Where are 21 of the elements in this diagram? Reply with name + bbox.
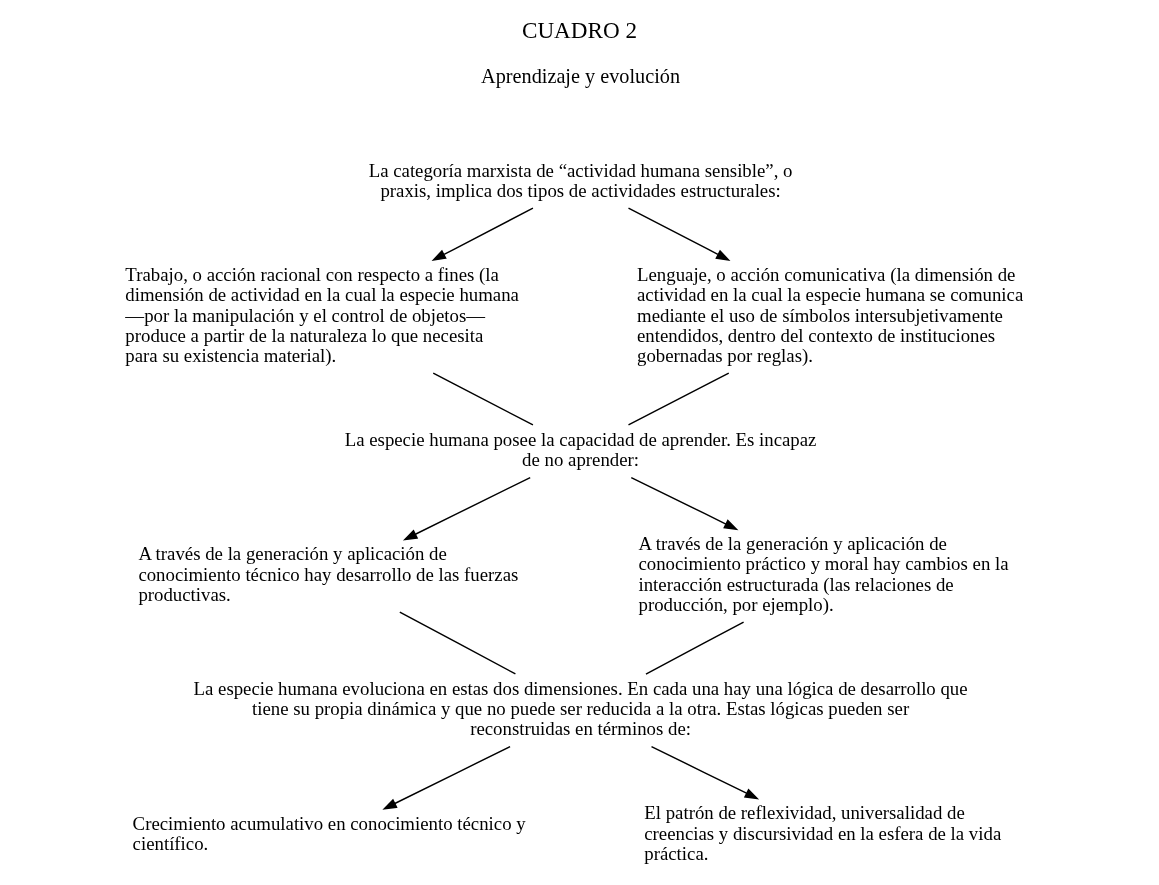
- node-text: La categoría marxista de “actividad humana sensible”, o praxis, implica dos tipos de actividades estructurales:: [368, 159, 793, 202]
- arrow: [627, 207, 731, 261]
- arrow: [382, 745, 511, 810]
- node-text: A través de la generación y aplicación de conocimiento práctico y moral hay cambios en la interacción estructurada (las relaciones de producción, por ejemplo).: [638, 533, 1009, 615]
- arrow: [650, 745, 760, 800]
- label: Aprendizaje y evolución: [481, 65, 681, 88]
- arrow: [402, 476, 531, 541]
- node-text: El patrón de reflexividad, universalidad de creencias y discursividad en la esfera de la vida práctica.: [644, 802, 1002, 864]
- node-text: A través de la generación y aplicación de conocimiento técnico hay desarrollo de las fuerzas productivas.: [138, 543, 519, 605]
- arrow: [431, 207, 534, 261]
- connector: [627, 372, 730, 426]
- node-text: La especie humana evoluciona en estas dos dimensiones. En cada una hay una lógica de desarrollo que tiene su propia dinámica y que no puede ser reducida a la otra. Estas lógicas pueden ser reconstruidas en términos de:: [193, 677, 968, 740]
- diagram-title: CUADRO 2: [521, 17, 638, 44]
- node-text: La especie humana posee la capacidad de aprender. Es incapaz de no aprender:: [344, 428, 817, 471]
- connector: [432, 372, 534, 426]
- node-text: Crecimiento acumulativo en conocimiento técnico y científico.: [132, 812, 526, 854]
- arrow: [630, 476, 739, 531]
- connector: [399, 611, 517, 675]
- node-text: Lenguaje, o acción comunicativa (la dimensión de actividad en la cual la especie humana se comunica mediante el uso de símbolos intersubjetivamente entendidos, dentro del contexto de instituciones gobernadas por reglas).: [637, 263, 1024, 367]
- connector: [645, 621, 745, 675]
- node-text: Trabajo, o acción racional con respecto a fines (la dimensión de actividad en la cual la especie humana —por la manipulación y el control de objetos— produce a partir de la naturaleza lo que necesita para su existencia material).: [125, 263, 519, 367]
